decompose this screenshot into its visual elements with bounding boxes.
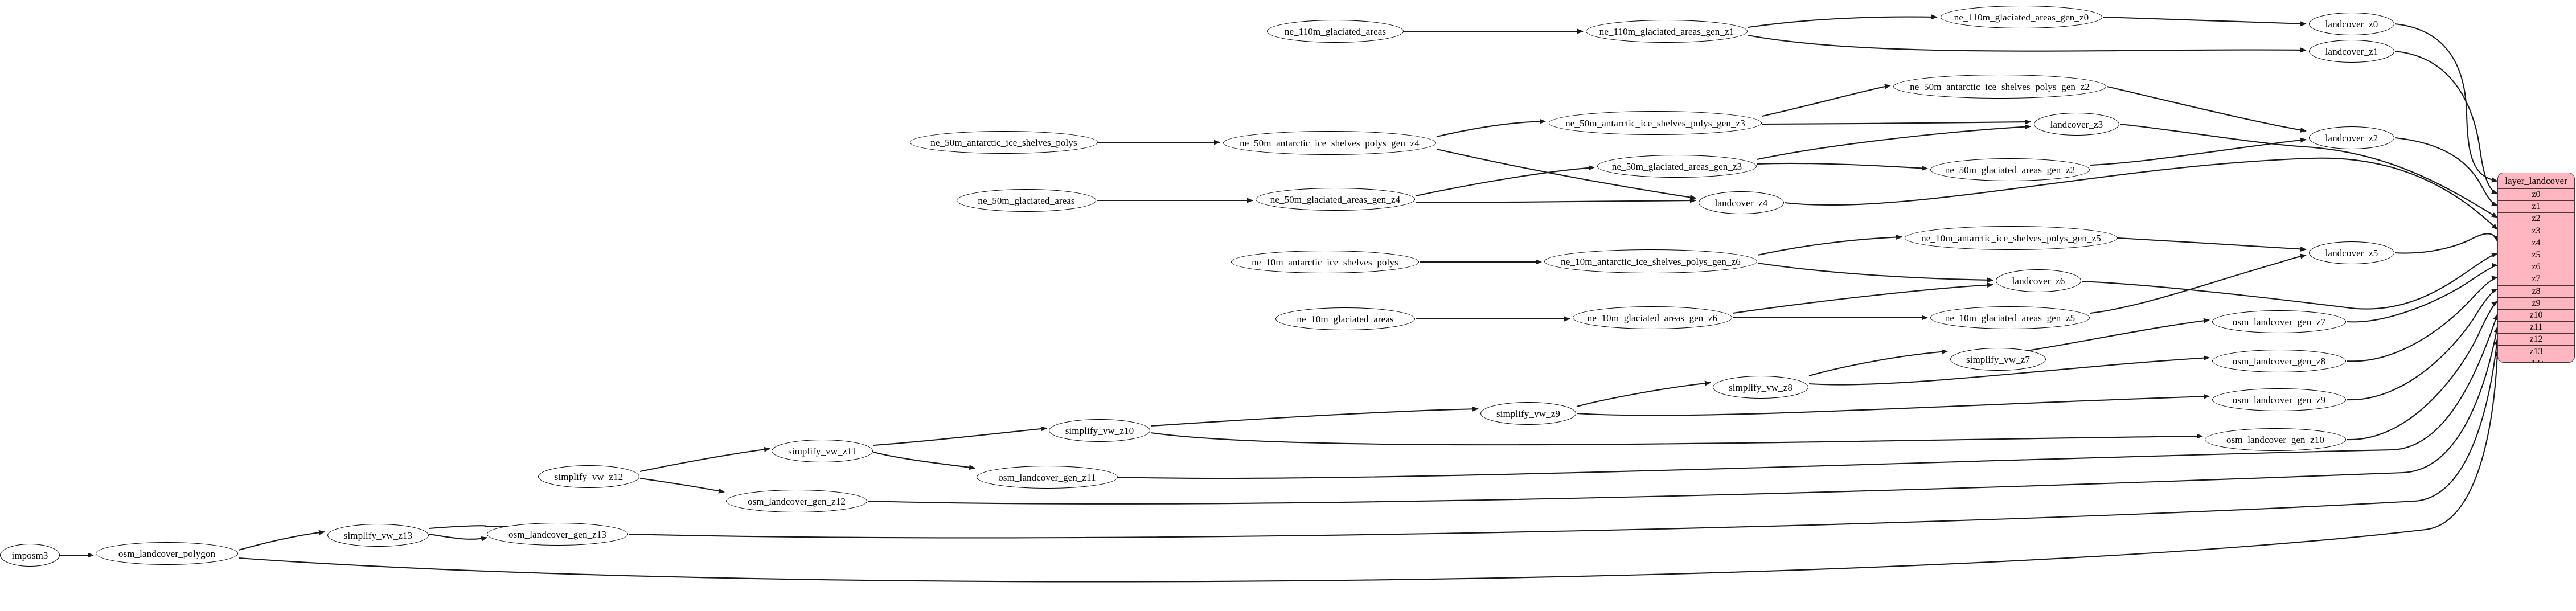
record-row-z0[interactable]: z0 — [2498, 189, 2574, 202]
node-label: osm_landcover_gen_z10 — [2226, 434, 2325, 445]
node-ne-50m-antarctic-ice-shelves-polys-gen-z3[interactable]: ne_50m_antarctic_ice_shelves_polys_gen_z… — [1549, 111, 1762, 135]
record-row-z12[interactable]: z12 — [2498, 334, 2574, 346]
node-ne-110m-glaciated-areas-gen-z1[interactable]: ne_110m_glaciated_areas_gen_z1 — [1586, 20, 1748, 43]
record-row-z4[interactable]: z4 — [2498, 237, 2574, 249]
node-label: ne_10m_glaciated_areas_gen_z6 — [1587, 312, 1718, 323]
node-osm-landcover-polygon[interactable]: osm_landcover_polygon — [96, 542, 238, 565]
node-osm-landcover-gen-z8[interactable]: osm_landcover_gen_z8 — [2212, 350, 2346, 372]
node-label: ne_50m_antarctic_ice_shelves_polys — [930, 137, 1077, 148]
node-label: osm_landcover_gen_z8 — [2232, 355, 2326, 367]
node-label: osm_landcover_gen_z11 — [998, 471, 1096, 483]
node-landcover-z3[interactable]: landcover_z3 — [2034, 113, 2119, 136]
node-simplify-vw-z12[interactable]: simplify_vw_z12 — [538, 465, 639, 488]
record-row-z8[interactable]: z8 — [2498, 286, 2574, 298]
node-label: ne_50m_antarctic_ice_shelves_polys_gen_z… — [1910, 81, 2090, 92]
record-row-z14plus[interactable]: z14+ — [2498, 358, 2574, 362]
node-ne-10m-antarctic-ice-shelves-polys-gen-z5[interactable]: ne_10m_antarctic_ice_shelves_polys_gen_z… — [1905, 226, 2118, 250]
node-landcover-z4[interactable]: landcover_z4 — [1699, 191, 1784, 214]
node-osm-landcover-gen-z12[interactable]: osm_landcover_gen_z12 — [726, 490, 867, 512]
node-ne-50m-glaciated-areas-gen-z2[interactable]: ne_50m_glaciated_areas_gen_z2 — [1930, 158, 2090, 181]
node-label: ne_50m_glaciated_areas_gen_z2 — [1945, 164, 2075, 175]
node-label: osm_landcover_polygon — [118, 548, 216, 559]
node-label: ne_10m_antarctic_ice_shelves_polys — [1252, 256, 1398, 268]
node-label: landcover_z1 — [2325, 46, 2378, 57]
node-label: landcover_z0 — [2325, 18, 2378, 30]
node-label: ne_50m_glaciated_areas_gen_z4 — [1270, 194, 1401, 205]
record-header: layer_landcover — [2498, 173, 2574, 189]
node-label: landcover_z3 — [2050, 118, 2103, 130]
node-label: landcover_z2 — [2325, 132, 2378, 143]
node-ne-10m-glaciated-areas-gen-z5[interactable]: ne_10m_glaciated_areas_gen_z5 — [1930, 306, 2090, 329]
node-osm-landcover-gen-z13[interactable]: osm_landcover_gen_z13 — [487, 523, 628, 546]
record-row-z3[interactable]: z3 — [2498, 225, 2574, 237]
node-label: landcover_z5 — [2325, 247, 2378, 259]
node-ne-50m-antarctic-ice-shelves-polys[interactable]: ne_50m_antarctic_ice_shelves_polys — [910, 131, 1098, 154]
node-landcover-z1[interactable]: landcover_z1 — [2309, 40, 2394, 63]
record-row-z7[interactable]: z7 — [2498, 273, 2574, 286]
node-simplify-vw-z10[interactable]: simplify_vw_z10 — [1049, 419, 1150, 442]
node-label: ne_50m_glaciated_areas_gen_z3 — [1611, 161, 1742, 172]
node-ne-50m-glaciated-areas[interactable]: ne_50m_glaciated_areas — [957, 189, 1096, 212]
record-row-z10[interactable]: z10 — [2498, 310, 2574, 322]
node-label: ne_50m_antarctic_ice_shelves_polys_gen_z… — [1565, 117, 1745, 129]
node-simplify-vw-z9[interactable]: simplify_vw_z9 — [1480, 402, 1576, 425]
node-label: simplify_vw_z8 — [1729, 382, 1792, 393]
record-row-z11[interactable]: z11 — [2498, 322, 2574, 334]
node-landcover-z2[interactable]: landcover_z2 — [2309, 126, 2394, 149]
node-landcover-z6[interactable]: landcover_z6 — [1996, 269, 2081, 292]
node-osm-landcover-gen-z10[interactable]: osm_landcover_gen_z10 — [2205, 428, 2346, 451]
node-osm-landcover-gen-z9[interactable]: osm_landcover_gen_z9 — [2212, 388, 2346, 411]
record-row-z2[interactable]: z2 — [2498, 213, 2574, 225]
node-ne-50m-glaciated-areas-gen-z4[interactable]: ne_50m_glaciated_areas_gen_z4 — [1256, 188, 1415, 211]
node-ne-10m-antarctic-ice-shelves-polys-gen-z6[interactable]: ne_10m_antarctic_ice_shelves_polys_gen_z… — [1544, 249, 1757, 273]
node-landcover-z0[interactable]: landcover_z0 — [2309, 13, 2394, 35]
node-ne-10m-glaciated-areas[interactable]: ne_10m_glaciated_areas — [1275, 307, 1415, 330]
node-osm-landcover-gen-z7[interactable]: osm_landcover_gen_z7 — [2212, 310, 2346, 333]
node-ne-110m-glaciated-areas[interactable]: ne_110m_glaciated_areas — [1267, 20, 1404, 43]
node-label: simplify_vw_z11 — [788, 445, 856, 457]
node-ne-50m-antarctic-ice-shelves-polys-gen-z4[interactable]: ne_50m_antarctic_ice_shelves_polys_gen_z… — [1223, 131, 1436, 155]
node-label: imposm3 — [11, 550, 48, 561]
node-label: ne_110m_glaciated_areas_gen_z1 — [1599, 26, 1734, 37]
node-ne-50m-antarctic-ice-shelves-polys-gen-z2[interactable]: ne_50m_antarctic_ice_shelves_polys_gen_z… — [1893, 75, 2106, 99]
node-ne-50m-glaciated-areas-gen-z3[interactable]: ne_50m_glaciated_areas_gen_z3 — [1597, 155, 1757, 178]
node-label: simplify_vw_z7 — [1966, 354, 2030, 365]
node-label: ne_50m_glaciated_areas — [978, 195, 1075, 206]
node-simplify-vw-z8[interactable]: simplify_vw_z8 — [1713, 376, 1808, 399]
node-label: landcover_z6 — [2012, 275, 2065, 286]
node-osm-landcover-gen-z11[interactable]: osm_landcover_gen_z11 — [977, 466, 1118, 489]
node-label: ne_110m_glaciated_areas — [1284, 26, 1387, 37]
record-row-z1[interactable]: z1 — [2498, 201, 2574, 214]
node-imposm3[interactable]: imposm3 — [0, 544, 60, 567]
node-label: osm_landcover_gen_z13 — [508, 528, 607, 540]
node-label: simplify_vw_z12 — [554, 471, 624, 482]
node-label: ne_10m_antarctic_ice_shelves_polys_gen_z… — [1921, 232, 2101, 244]
node-landcover-z5[interactable]: landcover_z5 — [2309, 241, 2394, 264]
node-simplify-vw-z13[interactable]: simplify_vw_z13 — [327, 524, 429, 547]
record-row-z9[interactable]: z9 — [2498, 298, 2574, 310]
node-ne-110m-glaciated-areas-gen-z0[interactable]: ne_110m_glaciated_areas_gen_z0 — [1941, 6, 2102, 28]
node-label: osm_landcover_gen_z12 — [747, 495, 846, 507]
node-ne-10m-antarctic-ice-shelves-polys[interactable]: ne_10m_antarctic_ice_shelves_polys — [1231, 251, 1419, 273]
record-row-z6[interactable]: z6 — [2498, 261, 2574, 274]
record-row-z5[interactable]: z5 — [2498, 249, 2574, 262]
node-simplify-vw-z11[interactable]: simplify_vw_z11 — [772, 440, 873, 462]
node-ne-10m-glaciated-areas-gen-z6[interactable]: ne_10m_glaciated_areas_gen_z6 — [1573, 306, 1732, 329]
layer-landcover-record[interactable]: layer_landcover z0 z1 z2 z3 z4 z5 z6 z7 … — [2497, 173, 2575, 363]
node-label: ne_10m_antarctic_ice_shelves_polys_gen_z… — [1561, 256, 1741, 267]
node-label: simplify_vw_z9 — [1496, 408, 1560, 419]
node-label: osm_landcover_gen_z7 — [2232, 316, 2326, 327]
node-label: ne_110m_glaciated_areas_gen_z0 — [1954, 11, 2089, 23]
node-label: simplify_vw_z13 — [343, 530, 413, 541]
record-row-z13[interactable]: z13 — [2498, 346, 2574, 358]
node-label: osm_landcover_gen_z9 — [2232, 394, 2326, 405]
node-label: simplify_vw_z10 — [1065, 425, 1134, 436]
node-label: ne_50m_antarctic_ice_shelves_polys_gen_z… — [1240, 137, 1420, 149]
node-label: landcover_z4 — [1714, 197, 1768, 208]
node-label: ne_10m_glaciated_areas — [1297, 313, 1394, 325]
node-label: ne_10m_glaciated_areas_gen_z5 — [1945, 312, 2075, 323]
node-simplify-vw-z7[interactable]: simplify_vw_z7 — [1950, 348, 2046, 371]
